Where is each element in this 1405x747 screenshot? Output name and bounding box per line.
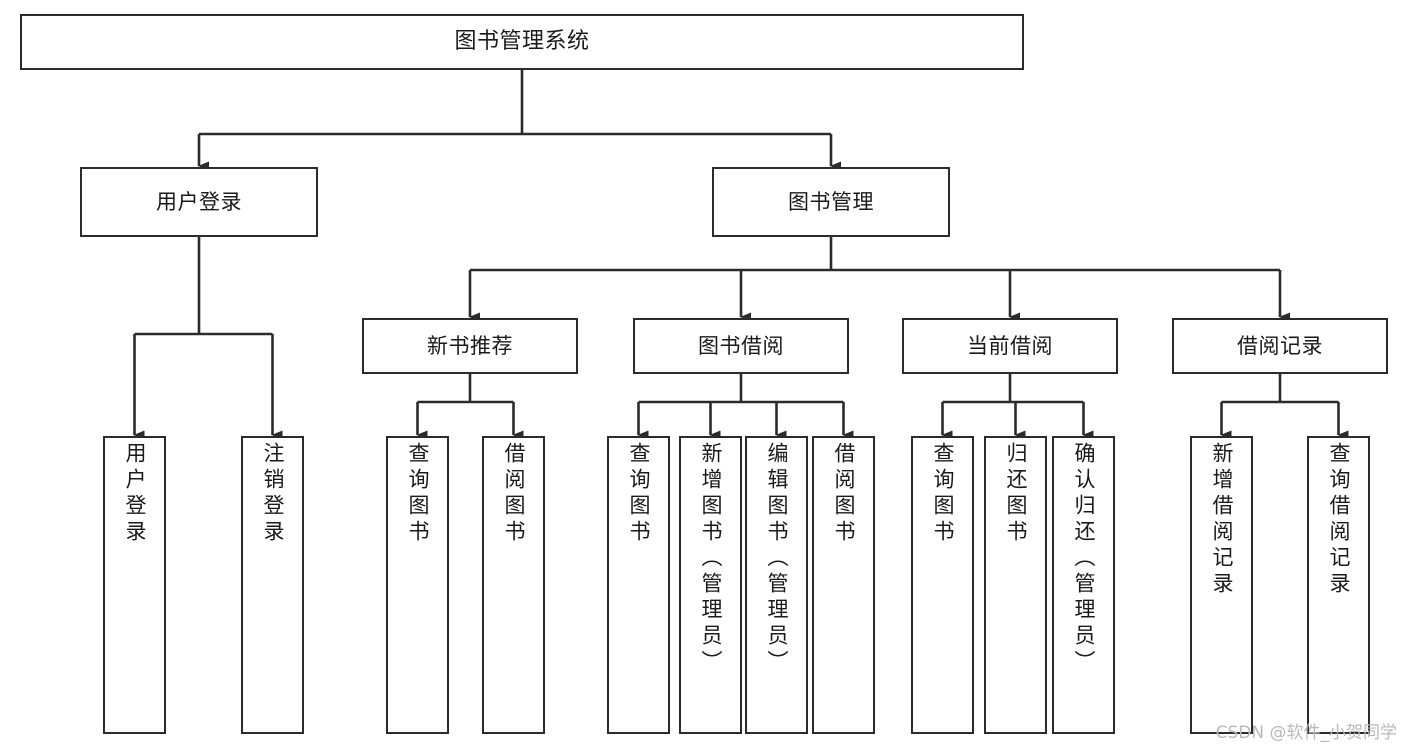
node-label: 归还图书 bbox=[1004, 442, 1028, 546]
node-label: 新增借阅记录 bbox=[1210, 442, 1234, 598]
node-bookmgmt[interactable]: 图书管理 bbox=[712, 167, 950, 237]
node-leaf9[interactable]: 查询图书 bbox=[911, 436, 974, 734]
node-label: 查询图书 bbox=[931, 442, 955, 546]
node-label: 用户登录 bbox=[156, 189, 242, 214]
node-label: 图书管理系统 bbox=[454, 29, 590, 55]
node-leaf2[interactable]: 注销登录 bbox=[241, 436, 304, 734]
node-label: 图书借阅 bbox=[698, 333, 784, 358]
node-newbook[interactable]: 新书推荐 bbox=[362, 318, 578, 374]
node-label: 新书推荐 bbox=[427, 333, 513, 358]
node-label: 查询图书 bbox=[627, 442, 651, 546]
node-leaf7[interactable]: 编辑图书（管理员） bbox=[745, 436, 808, 734]
node-leaf8[interactable]: 借阅图书 bbox=[812, 436, 875, 734]
node-label: 编辑图书（管理员） bbox=[765, 442, 789, 676]
watermark-label: CSDN @软件_小贺同学 bbox=[1215, 723, 1397, 743]
node-label: 借阅图书 bbox=[502, 442, 526, 546]
node-root[interactable]: 图书管理系统 bbox=[20, 14, 1024, 70]
node-borrow[interactable]: 图书借阅 bbox=[633, 318, 849, 374]
node-label: 当前借阅 bbox=[967, 333, 1053, 358]
node-login[interactable]: 用户登录 bbox=[80, 167, 318, 237]
node-leaf13[interactable]: 查询借阅记录 bbox=[1307, 436, 1370, 734]
node-leaf5[interactable]: 查询图书 bbox=[607, 436, 670, 734]
node-label: 用户登录 bbox=[123, 442, 147, 546]
node-label: 借阅记录 bbox=[1237, 333, 1323, 358]
node-label: 新增图书（管理员） bbox=[699, 442, 723, 676]
node-leaf10[interactable]: 归还图书 bbox=[984, 436, 1047, 734]
node-label: 查询图书 bbox=[406, 442, 430, 546]
node-label: 确认归还（管理员） bbox=[1072, 442, 1096, 676]
node-leaf3[interactable]: 查询图书 bbox=[386, 436, 449, 734]
node-leaf12[interactable]: 新增借阅记录 bbox=[1190, 436, 1253, 734]
node-label: 图书管理 bbox=[788, 189, 874, 214]
node-records[interactable]: 借阅记录 bbox=[1172, 318, 1388, 374]
node-label: 注销登录 bbox=[261, 442, 285, 546]
node-leaf11[interactable]: 确认归还（管理员） bbox=[1052, 436, 1115, 734]
node-current[interactable]: 当前借阅 bbox=[902, 318, 1118, 374]
node-label: 查询借阅记录 bbox=[1327, 442, 1351, 598]
node-label: 借阅图书 bbox=[832, 442, 856, 546]
node-leaf4[interactable]: 借阅图书 bbox=[482, 436, 545, 734]
node-leaf6[interactable]: 新增图书（管理员） bbox=[679, 436, 742, 734]
node-leaf1[interactable]: 用户登录 bbox=[103, 436, 166, 734]
